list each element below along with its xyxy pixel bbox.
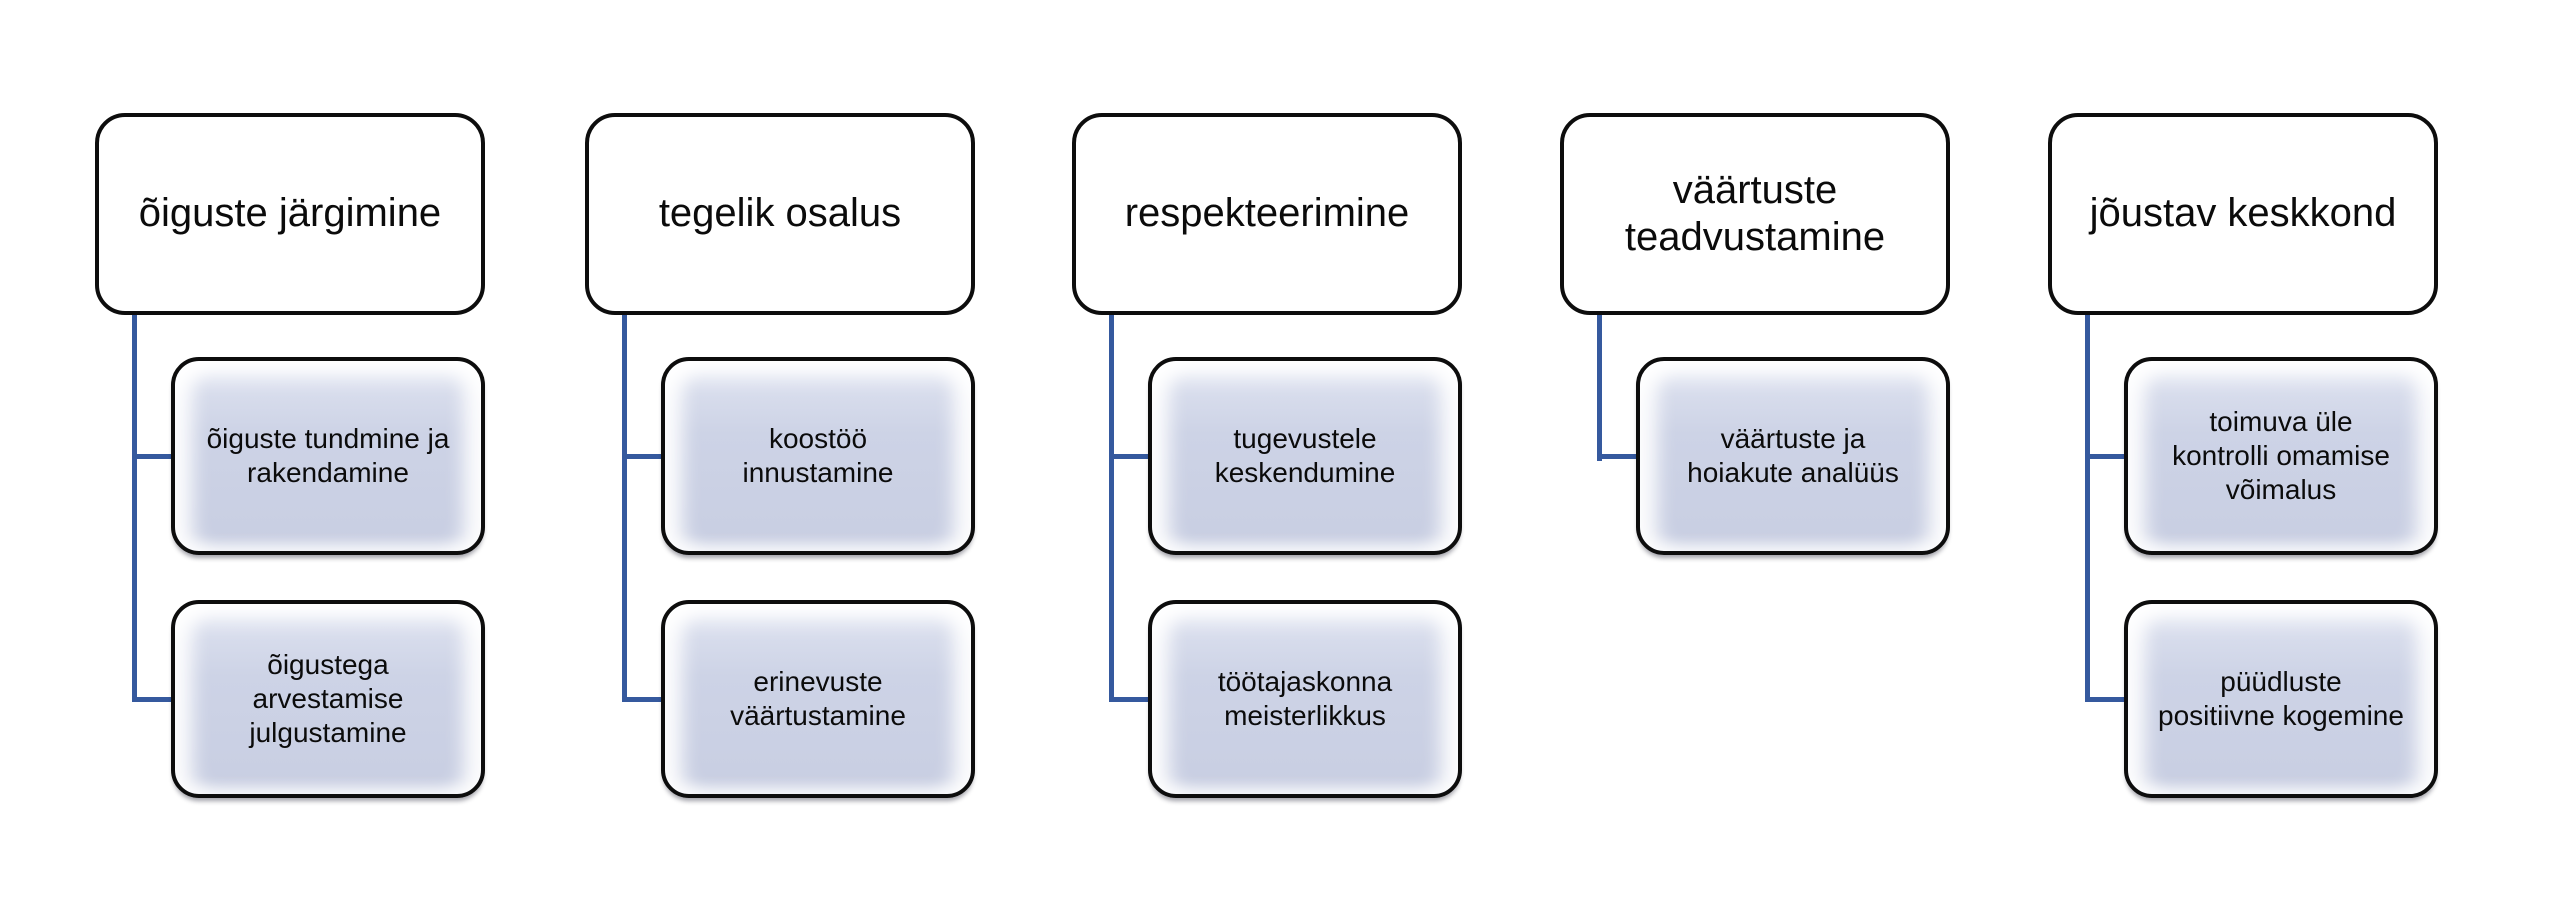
connector-vertical-line [622,313,627,702]
child-box-tootajaskonna-meisterlikkus: töötajaskonna meisterlikkus [1148,600,1462,798]
child-box-erinevuste-vaartustamine: erinevuste väärtustamine [661,600,975,798]
child-box-tugevustele-keskendumine: tugevustele keskendumine [1148,357,1462,555]
connector-stub [622,697,664,702]
connector-stub [2085,454,2127,459]
column-oiguste-jargimine: õiguste järgimine õiguste tundmine ja ra… [95,0,485,920]
connector-stub [622,454,664,459]
connector-stub [1109,697,1151,702]
connector-vertical-line [1109,313,1114,702]
connector-stub [132,697,174,702]
connector-stub [1109,454,1151,459]
child-box-puudluste-positiivne-kogemine: püüdluste positiivne kogemine [2124,600,2438,798]
column-vaartuste-teadvustamine: väärtuste teadvustamine väärtuste ja hoi… [1560,0,1950,920]
parent-box-vaartuste-teadvustamine: väärtuste teadvustamine [1560,113,1950,315]
child-box-toimuva-ule-kontrolli: toimuva üle kontrolli omamise võimalus [2124,357,2438,555]
parent-box-joustav-keskkond: jõustav keskkond [2048,113,2438,315]
column-joustav-keskkond: jõustav keskkond toimuva üle kontrolli o… [2048,0,2438,920]
child-box-oigustega-arvestamise: õigustega arvestamise julgustamine [171,600,485,798]
connector-stub [132,454,174,459]
connector-stub [1597,454,1639,459]
connector-stub [2085,697,2127,702]
child-box-koostoo-innustamine: koostöö innustamine [661,357,975,555]
child-box-vaartuste-hoiakute-analuus: väärtuste ja hoiakute analüüs [1636,357,1950,555]
column-respekteerimine: respekteerimine tugevustele keskendumine… [1072,0,1462,920]
connector-vertical-line [1597,313,1602,461]
connector-vertical-line [2085,313,2090,702]
connector-vertical-line [132,313,137,702]
parent-box-oiguste-jargimine: õiguste järgimine [95,113,485,315]
parent-box-respekteerimine: respekteerimine [1072,113,1462,315]
child-box-oiguste-tundmine: õiguste tundmine ja rakendamine [171,357,485,555]
parent-box-tegelik-osalus: tegelik osalus [585,113,975,315]
column-tegelik-osalus: tegelik osalus koostöö innustamine erine… [585,0,975,920]
